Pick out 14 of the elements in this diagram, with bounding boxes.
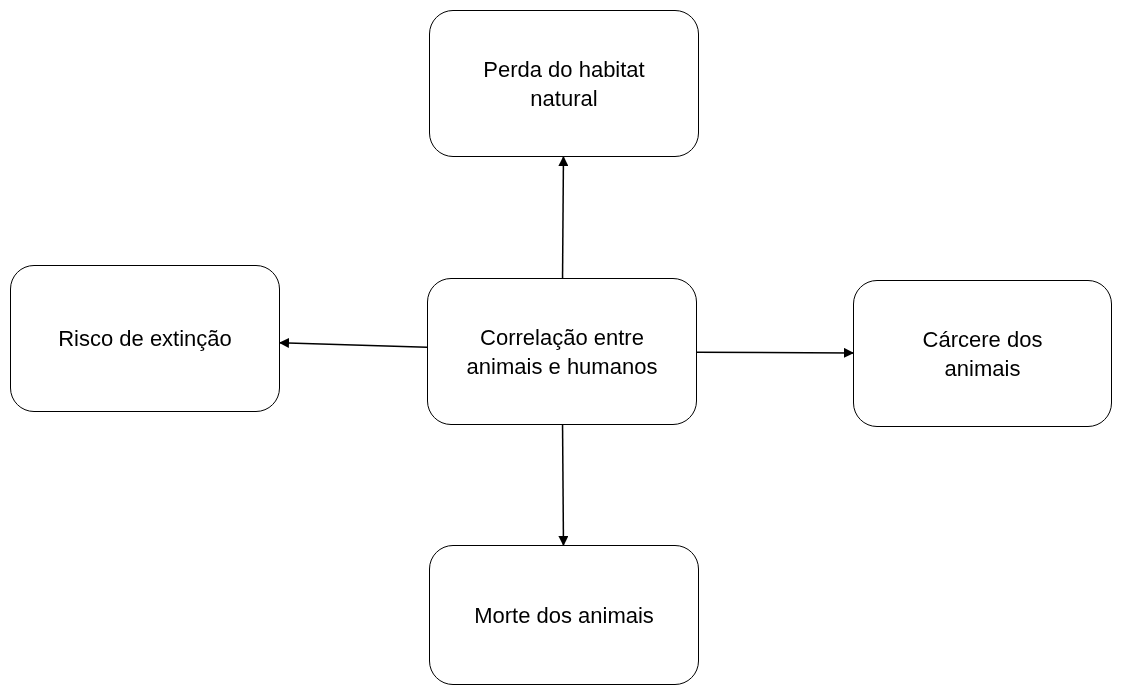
box-label: Risco de extinção [58, 325, 232, 353]
process-box [429, 545, 699, 685]
process-box [853, 280, 1112, 427]
process-box [429, 10, 699, 157]
box-label: Correlação entre animais e humanos [465, 323, 659, 381]
arrow [279, 338, 428, 349]
box-label: Morte dos animais [474, 601, 654, 630]
arrow [558, 156, 569, 279]
arrow [696, 347, 854, 358]
process-box [427, 278, 697, 425]
box-label: Cárcere dos animais [921, 325, 1044, 383]
box-label: Perda do habitat natural [482, 55, 646, 113]
arrow [558, 424, 569, 546]
process-box [10, 265, 280, 412]
